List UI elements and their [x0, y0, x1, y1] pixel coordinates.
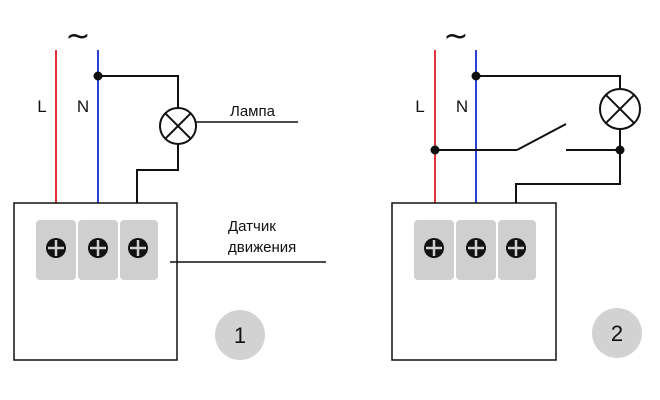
diagram-number-badge: [592, 308, 642, 358]
diagram-1: ~ L N Лампа: [13, 19, 326, 361]
junction-dot: [93, 71, 103, 81]
terminal-screw-icon: [506, 238, 526, 258]
terminal-screw-icon: [424, 238, 444, 258]
sensor-label-line1: Датчик: [228, 218, 276, 235]
diagram-number: 2: [611, 321, 623, 346]
lamp-to-sensor-wire: [136, 144, 179, 228]
neutral-to-lamp-wire: [476, 75, 621, 88]
terminal-screw-icon: [88, 238, 108, 258]
lamp-icon: [159, 107, 197, 145]
neutral-to-lamp-wire: [98, 75, 179, 108]
bypass-switch-icon: [516, 123, 567, 151]
line-label: L: [37, 97, 46, 116]
line-label: L: [415, 97, 424, 116]
diagram-number-badge: [215, 310, 265, 360]
diagram-2: ~ L N: [391, 19, 642, 361]
lamp-label: Лампа: [230, 103, 276, 120]
lamp-icon: [599, 88, 641, 130]
terminal-screw-icon: [46, 238, 66, 258]
neutral-label: N: [456, 97, 468, 116]
junction-dot: [430, 145, 440, 155]
terminal-screw-icon: [466, 238, 486, 258]
diagram-number: 1: [234, 323, 246, 348]
ac-symbol: ~: [443, 19, 468, 54]
neutral-label: N: [77, 97, 89, 116]
junction-dot: [615, 145, 625, 155]
terminal-screw-icon: [128, 238, 148, 258]
junction-dot: [471, 71, 481, 81]
ac-symbol: ~: [65, 19, 90, 54]
sensor-label-line2: движения: [228, 239, 296, 256]
